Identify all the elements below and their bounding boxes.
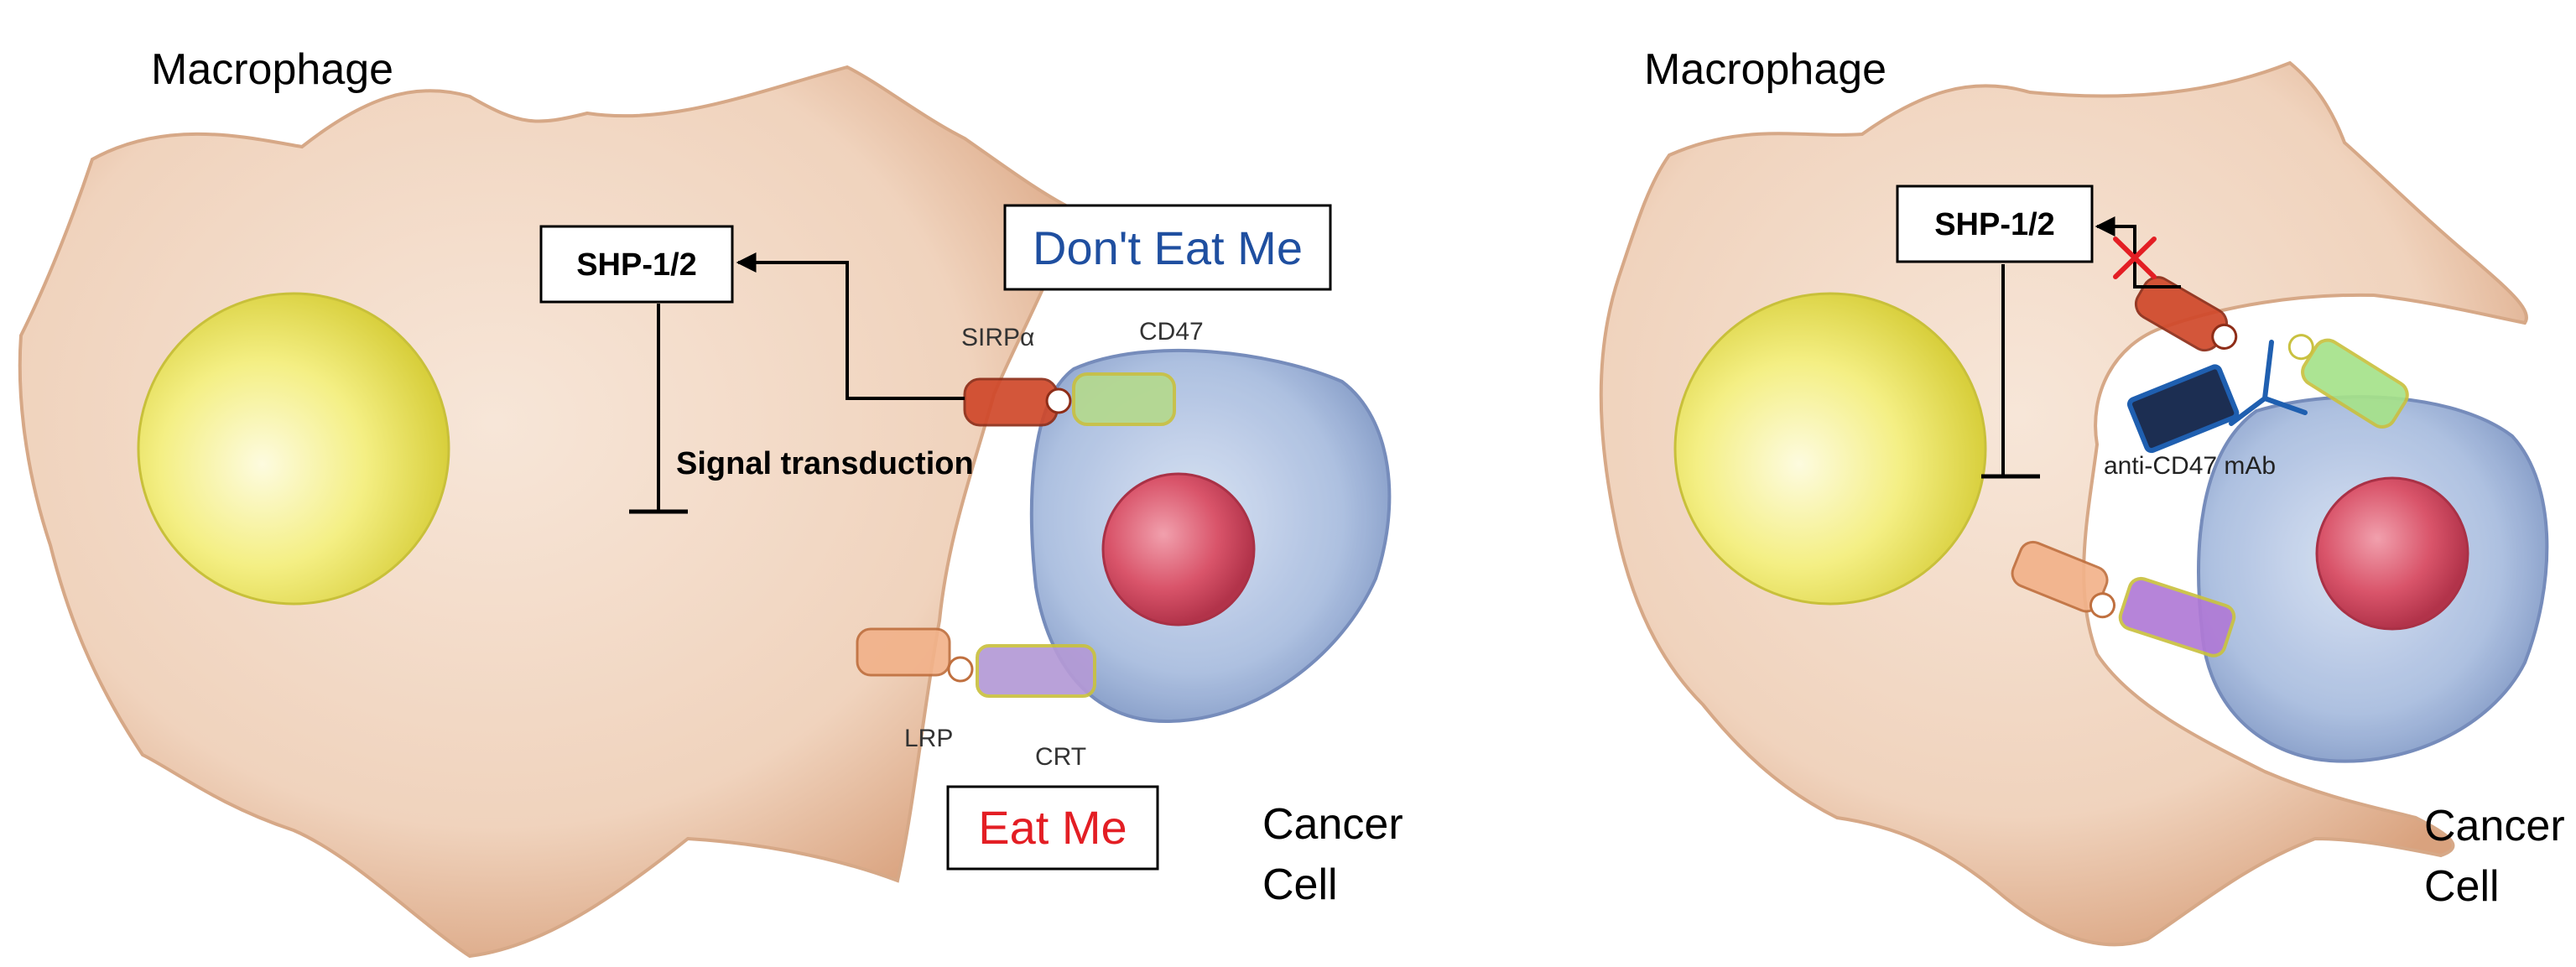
right-shp-label: SHP-1/2 <box>1934 207 2055 242</box>
right-crt-ligand <box>2118 576 2236 658</box>
antibody-icon <box>2229 340 2308 426</box>
dont-eat-me-box <box>1003 204 1332 291</box>
right-lrp-knob <box>2089 592 2115 619</box>
right-shp-box <box>1896 185 2094 263</box>
right-cd47-group <box>2287 334 2409 429</box>
sirpa-label: SIRPα <box>961 324 1034 351</box>
left-shp-box <box>539 225 734 304</box>
right-cancer-label-line1: Cancer <box>2424 802 2565 850</box>
eat-me-label: Eat Me <box>978 801 1127 854</box>
left-sirpa-receptor <box>963 377 1059 427</box>
right-sirpa-group <box>2134 276 2238 352</box>
right-macrophage-body <box>1599 60 2528 947</box>
right-cancer-nucleus <box>2315 476 2469 631</box>
left-cancer-label-line1: Cancer <box>1262 800 1403 849</box>
right-sirpa-knob <box>2211 323 2238 350</box>
right-cancer-label-line2: Cell <box>2424 862 2500 911</box>
left-cancer-label-line2: Cell <box>1262 860 1338 909</box>
dont-eat-me-label: Don't Eat Me <box>1033 221 1303 274</box>
left-lrp-receptor <box>856 627 951 677</box>
left-cd47-ligand <box>1072 372 1176 426</box>
right-macrophage-title: Macrophage <box>1644 45 1886 94</box>
right-crt-group <box>2118 576 2236 658</box>
right-panel: anti-CD47 mAb SHP-1/2 Macrophage Cancer … <box>1599 45 2565 947</box>
left-signal-label: Signal transduction <box>676 446 974 481</box>
left-panel: SHP-1/2 Signal transduction Don't Eat Me… <box>18 45 1403 959</box>
right-cd47-ligand <box>2301 338 2409 429</box>
right-macrophage-nucleus <box>1673 292 1987 606</box>
antibody-label: anti-CD47 mAb <box>2104 452 2276 480</box>
left-macrophage-nucleus <box>137 292 450 606</box>
left-lrp-knob <box>947 656 974 683</box>
antibody-drug-block <box>2126 364 2240 454</box>
right-lrp-group <box>2011 540 2115 619</box>
lrp-label: LRP <box>904 725 953 752</box>
block-x-icon <box>2113 237 2157 279</box>
left-cancer-nucleus <box>1101 472 1256 626</box>
left-activation-arrow <box>736 252 965 400</box>
left-macrophage-body <box>18 65 1076 959</box>
eat-me-box <box>946 785 1159 871</box>
left-crt-ligand <box>976 644 1096 698</box>
left-shp-label: SHP-1/2 <box>576 247 697 283</box>
left-sirpa-knob <box>1045 387 1072 414</box>
crt-label: CRT <box>1035 743 1086 771</box>
cd47-label: CD47 <box>1139 318 1204 346</box>
left-macrophage-title: Macrophage <box>151 45 393 94</box>
